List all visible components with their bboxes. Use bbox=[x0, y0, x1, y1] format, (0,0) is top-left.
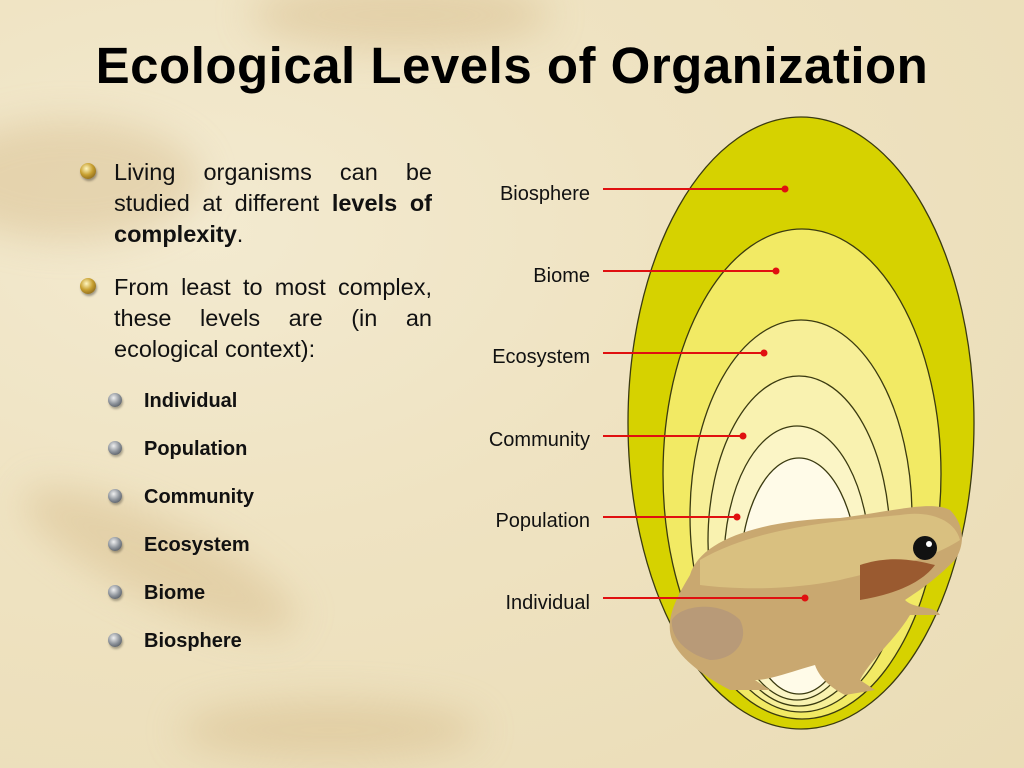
label-individual: Individual bbox=[505, 592, 590, 614]
leader-dot bbox=[760, 349, 768, 357]
label-biosphere: Biosphere bbox=[499, 183, 590, 205]
bullet-bold-text: levels of complexity bbox=[114, 190, 432, 247]
bullet-text: Living organisms can be studied at diffe… bbox=[114, 159, 432, 216]
leader-dot bbox=[739, 432, 747, 440]
level-item: Individual bbox=[108, 390, 237, 413]
leader-dot bbox=[772, 267, 780, 275]
label-population: Population bbox=[495, 510, 590, 532]
level-item: Biome bbox=[108, 582, 205, 605]
level-label: Population bbox=[144, 438, 248, 460]
level-label: Ecosystem bbox=[144, 534, 250, 556]
gray-bullet-icon bbox=[108, 585, 122, 599]
level-item: Community bbox=[108, 486, 254, 509]
toad-image bbox=[669, 506, 962, 695]
level-label: Biosphere bbox=[144, 630, 242, 652]
slide-title: Ecological Levels of Organization bbox=[95, 37, 929, 94]
level-item: Biosphere bbox=[108, 630, 242, 653]
label-biome: Biome bbox=[533, 265, 590, 287]
bullet-text-end: . bbox=[236, 221, 244, 247]
level-label: Biome bbox=[144, 582, 206, 604]
gray-bullet-icon bbox=[108, 489, 122, 503]
leader-dot bbox=[801, 594, 809, 602]
bullet-2: From least to most complex, these levels… bbox=[80, 272, 432, 365]
gold-bullet-icon bbox=[80, 278, 96, 294]
level-label: Community bbox=[144, 486, 254, 508]
level-item: Population bbox=[108, 438, 247, 461]
leader-dot bbox=[781, 185, 789, 193]
gray-bullet-icon bbox=[108, 537, 122, 551]
label-community: Community bbox=[488, 429, 590, 451]
gray-bullet-icon bbox=[108, 633, 122, 647]
bullet-text: From least to most complex, these levels… bbox=[114, 274, 432, 362]
level-item: Ecosystem bbox=[108, 534, 250, 557]
bullet-1: Living organisms can be studied at diffe… bbox=[80, 157, 432, 250]
leader-dot bbox=[733, 513, 741, 521]
level-label: Individual bbox=[144, 390, 238, 412]
gray-bullet-icon bbox=[108, 441, 122, 455]
gray-bullet-icon bbox=[108, 393, 122, 407]
label-ecosystem: Ecosystem bbox=[492, 346, 590, 368]
gold-bullet-icon bbox=[80, 163, 96, 179]
